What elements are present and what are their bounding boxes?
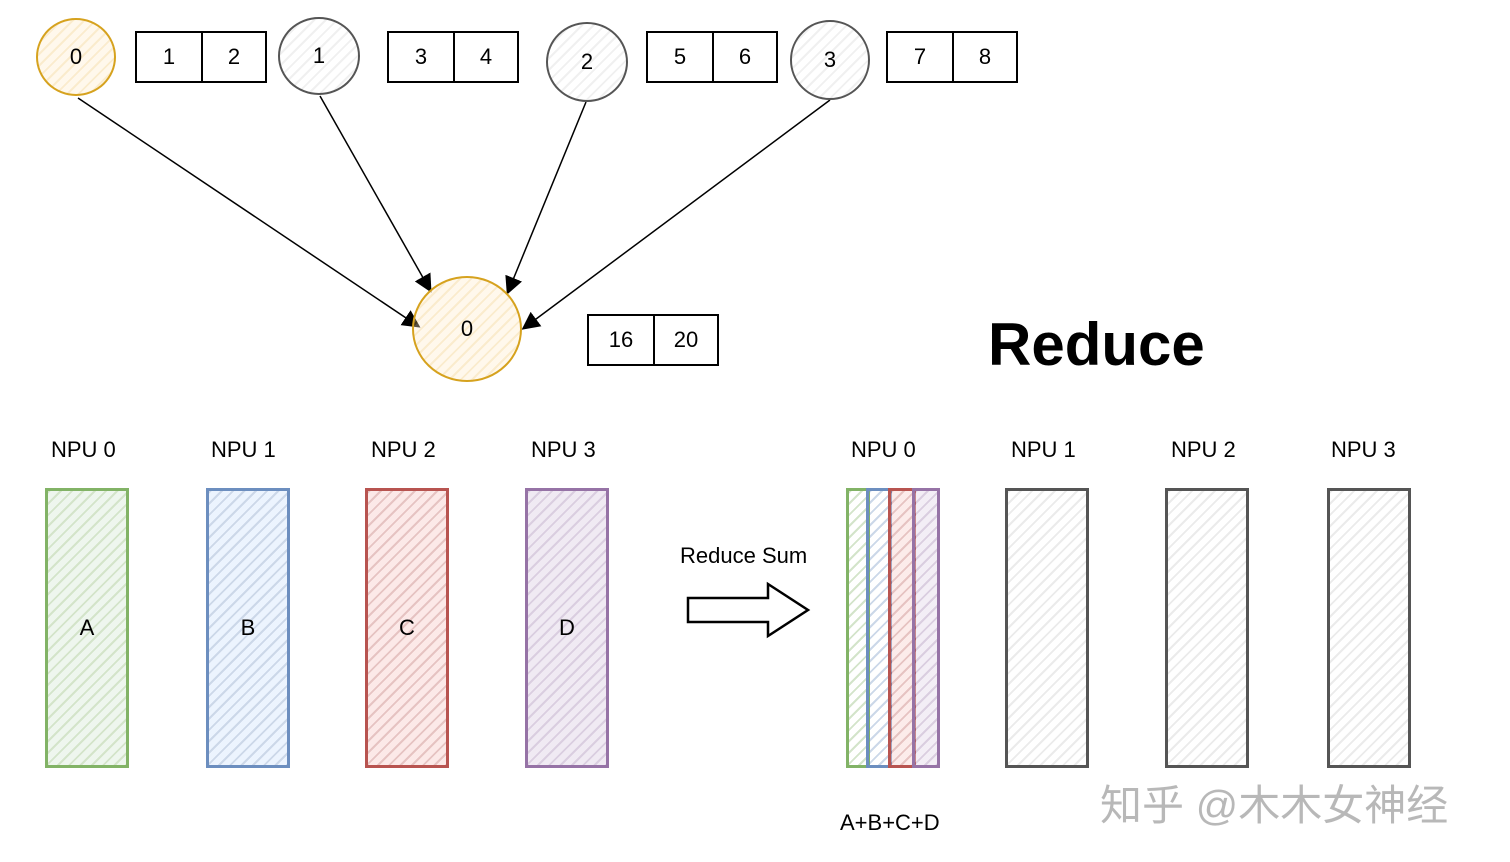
data-bar-b: B [206,488,290,768]
buffer-cell: 5 [673,44,687,69]
data-bar-a: A [45,488,129,768]
diagram-title: Reduce [988,311,1205,378]
source-node-label: 0 [69,44,83,69]
right-arrow-icon [686,581,811,639]
buffer-cell: 4 [453,33,517,81]
target-node-label: 0 [460,316,474,341]
source-node-rank-0: 0 [36,18,116,96]
bar-label: D [559,615,575,640]
data-bar-d: D [525,488,609,768]
data-bar-c: C [365,488,449,768]
arrow-from-rank-0 [77,97,421,328]
source-buffer-rank-1: 3 4 [387,31,519,83]
buffer-cell: 3 [414,44,428,69]
buffer-cell: 16 [608,327,634,352]
source-buffer-rank-3: 7 8 [886,31,1018,83]
result-label: A+B+C+D [840,810,940,835]
bar-label: A [79,615,95,640]
source-node-rank-1: 1 [278,17,360,95]
buffer-cell: 6 [712,33,776,81]
source-buffer-rank-2: 5 6 [646,31,778,83]
buffer-cell: 1 [162,44,176,69]
arrow-from-rank-3 [521,99,831,330]
bar-label: C [399,615,415,640]
source-node-rank-3: 3 [790,20,870,100]
source-node-rank-2: 2 [546,22,628,102]
empty-bar-npu-1 [1005,488,1089,768]
bar-label: B [240,615,256,640]
watermark: 知乎 @木木女神经 [1100,782,1449,829]
stacked-result-bar [846,488,942,768]
npu-label-before-0: NPU 0 [51,437,116,462]
source-node-label: 3 [823,47,837,72]
target-node: 0 [412,276,522,382]
empty-bar-npu-2 [1165,488,1249,768]
npu-label-after-1: NPU 1 [1011,437,1076,462]
npu-label-before-2: NPU 2 [371,437,436,462]
arrow-from-rank-2 [505,101,587,295]
reduce-sum-label: Reduce Sum [680,543,808,568]
buffer-cell: 2 [201,33,265,81]
source-buffer-rank-0: 1 2 [135,31,267,83]
source-node-label: 1 [312,43,326,68]
source-node-label: 2 [580,49,594,74]
npu-label-before-3: NPU 3 [531,437,596,462]
target-buffer: 16 20 [587,314,719,366]
buffer-cell: 8 [952,33,1016,81]
arrow-from-rank-1 [319,95,432,293]
buffer-cell: 20 [653,316,717,364]
empty-bar-npu-3 [1327,488,1411,768]
stack-slice-d [912,488,940,768]
npu-label-after-2: NPU 2 [1171,437,1236,462]
buffer-cell: 7 [913,44,927,69]
npu-label-before-1: NPU 1 [211,437,276,462]
npu-label-after-3: NPU 3 [1331,437,1396,462]
npu-label-after-0: NPU 0 [851,437,916,462]
